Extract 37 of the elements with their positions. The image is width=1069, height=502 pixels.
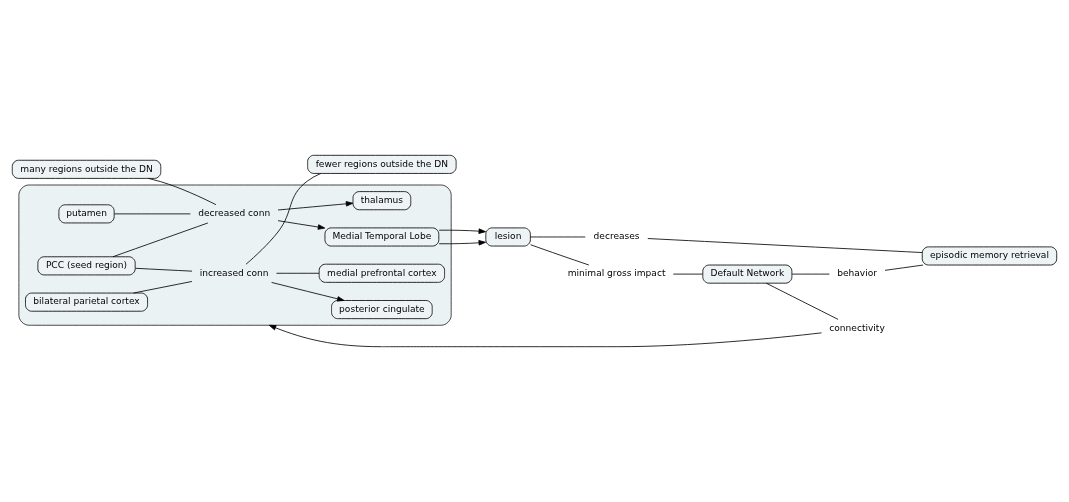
connector	[133, 281, 193, 294]
connector	[672, 273, 704, 275]
node-box: PCC (seed region)	[37, 256, 136, 276]
connector	[276, 272, 320, 274]
node-box: fewer regions outside the DN	[307, 154, 457, 174]
node-text: connectivity	[829, 322, 885, 333]
connector	[148, 178, 217, 206]
arrow	[277, 220, 326, 230]
node-text: decreases	[593, 231, 640, 242]
arrow	[271, 282, 345, 302]
arrow	[268, 324, 822, 348]
node-text: increased conn	[199, 267, 269, 278]
node-box: episodic memory retrieval	[921, 246, 1058, 266]
connector	[765, 282, 839, 320]
node-box: many regions outside the DN	[11, 159, 162, 179]
arrow	[438, 228, 486, 234]
node-box: putamen	[58, 204, 115, 224]
connector	[530, 244, 590, 266]
arrow	[277, 201, 354, 211]
node-box: medial prefrontal cortex	[318, 263, 445, 283]
connector	[530, 236, 586, 238]
connector	[647, 238, 923, 253]
node-box: Default Network	[702, 264, 793, 284]
cluster	[18, 184, 452, 326]
node-box: thalamus	[352, 191, 412, 211]
node-box: Medial Temporal Lobe	[324, 227, 440, 247]
connector	[884, 264, 924, 271]
node-text: decreased conn	[198, 208, 271, 219]
arrow	[438, 240, 486, 246]
node-text: behavior	[837, 268, 877, 279]
node-box: posterior cingulate	[331, 300, 433, 320]
connector	[112, 222, 209, 258]
node-box: bilateral parietal cortex	[25, 292, 148, 312]
node-box: lesion	[485, 227, 531, 247]
connector	[114, 213, 191, 215]
node-text: minimal gross impact	[567, 268, 666, 279]
connector	[135, 267, 193, 272]
